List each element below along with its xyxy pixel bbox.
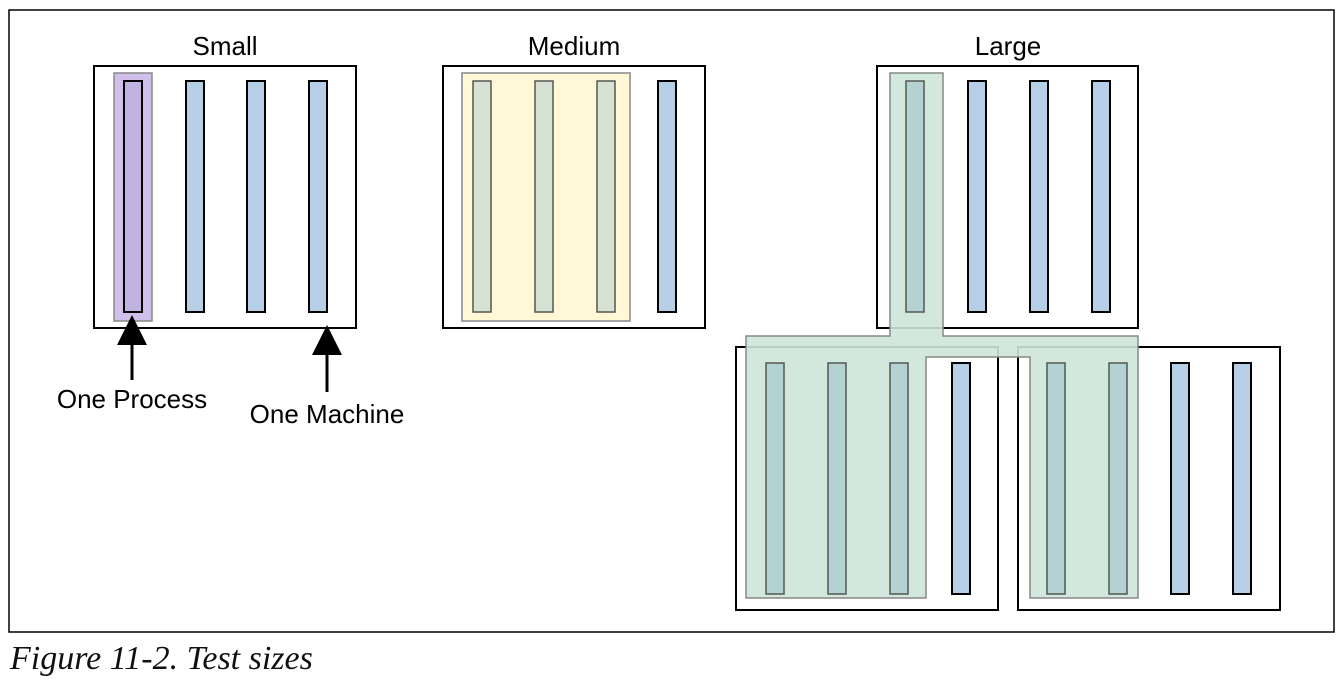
process-bar <box>657 80 677 313</box>
process-bar <box>1108 362 1128 595</box>
small-group <box>93 65 357 329</box>
process-bar <box>951 362 971 595</box>
process-bar <box>246 80 266 313</box>
process-bar <box>534 80 554 313</box>
process-bar <box>596 80 616 313</box>
label-one-machine: One Machine <box>250 399 405 429</box>
process-bar <box>1170 362 1190 595</box>
process-bar <box>472 80 492 313</box>
process-bar <box>185 80 205 313</box>
process-bar <box>1091 80 1111 313</box>
process-bar <box>905 80 925 313</box>
process-bar <box>308 80 328 313</box>
label-medium: Medium <box>528 31 620 61</box>
figure-caption: Figure 11-2. Test sizes <box>10 640 313 677</box>
medium-group <box>442 65 706 329</box>
process-bar <box>123 80 143 313</box>
process-bar <box>967 80 987 313</box>
process-bar <box>1046 362 1066 595</box>
process-bar <box>889 362 909 595</box>
large-group <box>735 65 1281 611</box>
label-large: Large <box>975 31 1042 61</box>
process-bar <box>827 362 847 595</box>
test-sizes-diagram: Small Medium Large One Process One Machi… <box>8 9 1335 633</box>
label-small: Small <box>192 31 257 61</box>
process-bar <box>1232 362 1252 595</box>
label-one-process: One Process <box>57 384 207 414</box>
process-bar <box>1029 80 1049 313</box>
process-bar <box>765 362 785 595</box>
